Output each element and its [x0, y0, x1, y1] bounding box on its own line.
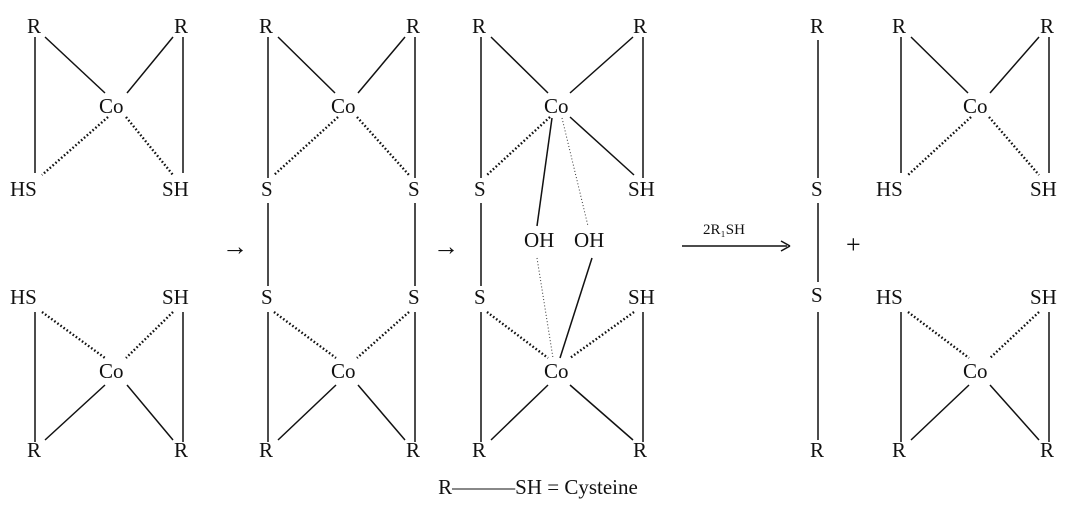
atom-co: Co: [544, 94, 569, 118]
regenerated-complexes: R R Co HS SH HS SH Co R R: [876, 14, 1057, 462]
atom-r: R: [27, 438, 41, 462]
atom-co: Co: [99, 94, 124, 118]
atom-r: R: [174, 438, 188, 462]
atom-sh: SH: [628, 177, 655, 201]
atom-r: R: [810, 438, 824, 462]
atom-r: R: [472, 438, 486, 462]
atom-hs: HS: [876, 285, 903, 309]
atom-sh: SH: [1030, 177, 1057, 201]
atom-s: S: [811, 177, 823, 201]
disulfide-dimer: R R Co S S S S Co R R: [259, 14, 420, 462]
atom-sh: SH: [162, 285, 189, 309]
atom-s: S: [474, 285, 486, 309]
atom-r: R: [633, 438, 647, 462]
atom-sh: SH: [162, 177, 189, 201]
atom-co: Co: [544, 359, 569, 383]
atom-r: R: [259, 14, 273, 38]
atom-r: R: [27, 14, 41, 38]
reaction-arrow: →: [222, 232, 248, 261]
atom-s: S: [261, 285, 273, 309]
atom-r: R: [174, 14, 188, 38]
atom-co: Co: [963, 359, 988, 383]
atom-r: R: [472, 14, 486, 38]
atom-s: S: [261, 177, 273, 201]
atom-oh: OH: [574, 228, 604, 252]
atom-r: R: [1040, 438, 1054, 462]
plus-sign: +: [846, 230, 861, 259]
atom-r: R: [633, 14, 647, 38]
atom-co: Co: [331, 359, 356, 383]
atom-s: S: [408, 177, 420, 201]
atom-sh: SH: [628, 285, 655, 309]
atom-hs: HS: [876, 177, 903, 201]
atom-sh: SH: [1030, 285, 1057, 309]
atom-hs: HS: [10, 177, 37, 201]
atom-s: S: [408, 285, 420, 309]
legend-caption: R———SH = Cysteine: [438, 475, 638, 499]
atom-r: R: [406, 14, 420, 38]
atom-co: Co: [963, 94, 988, 118]
atom-r: R: [892, 438, 906, 462]
atom-co: Co: [331, 94, 356, 118]
atom-oh: OH: [524, 228, 554, 252]
hydroxo-bridged-intermediate: R R Co S SH OH OH S SH Co R R: [472, 14, 655, 462]
atom-r: R: [810, 14, 824, 38]
atom-s: S: [474, 177, 486, 201]
reaction-arrow: →: [433, 232, 459, 261]
reactant-complexes: R R Co HS SH HS SH Co R R: [10, 14, 189, 462]
atom-hs: HS: [10, 285, 37, 309]
atom-r: R: [1040, 14, 1054, 38]
atom-co: Co: [99, 359, 124, 383]
atom-r: R: [892, 14, 906, 38]
atom-r: R: [259, 438, 273, 462]
atom-s: S: [811, 283, 823, 307]
cystine-product: R S S R: [810, 14, 824, 462]
atom-r: R: [406, 438, 420, 462]
reagent-label: 2R₁SH: [703, 222, 745, 238]
reagent-arrow: 2R₁SH: [682, 222, 791, 252]
